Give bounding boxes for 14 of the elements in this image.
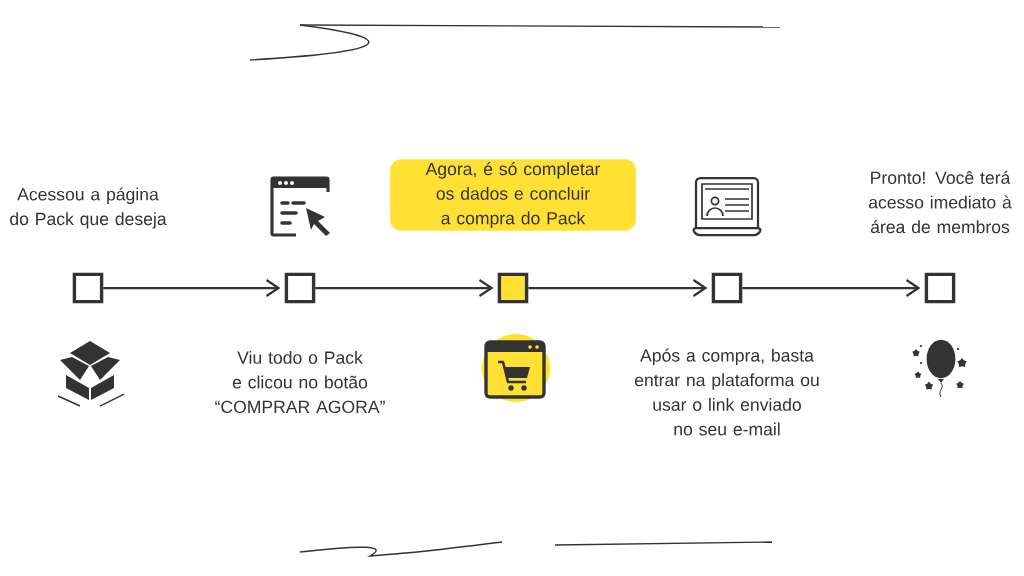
step-text: Após a compra, basta entrar na plataforma ou usar o link enviado no seu e-mail (634, 348, 819, 436)
step-box (711, 272, 743, 304)
arrow (103, 279, 281, 297)
arrow (742, 279, 921, 297)
arrow (315, 279, 494, 297)
step-text: Pronto! Você terá acesso imediato à área de membros (868, 170, 1012, 234)
step-box (72, 272, 104, 304)
step-box (497, 272, 529, 304)
step-text: Viu todo o Pack e clicou no botão “COMPRAR AGORA” (215, 350, 385, 414)
step-box (924, 272, 956, 304)
step-text: Agora, é só completar os dados e concluir a compra do Pack (390, 159, 636, 231)
step-text: Acessou a página do Pack que deseja (10, 187, 167, 229)
arrow (528, 279, 708, 297)
step-box (284, 272, 316, 304)
